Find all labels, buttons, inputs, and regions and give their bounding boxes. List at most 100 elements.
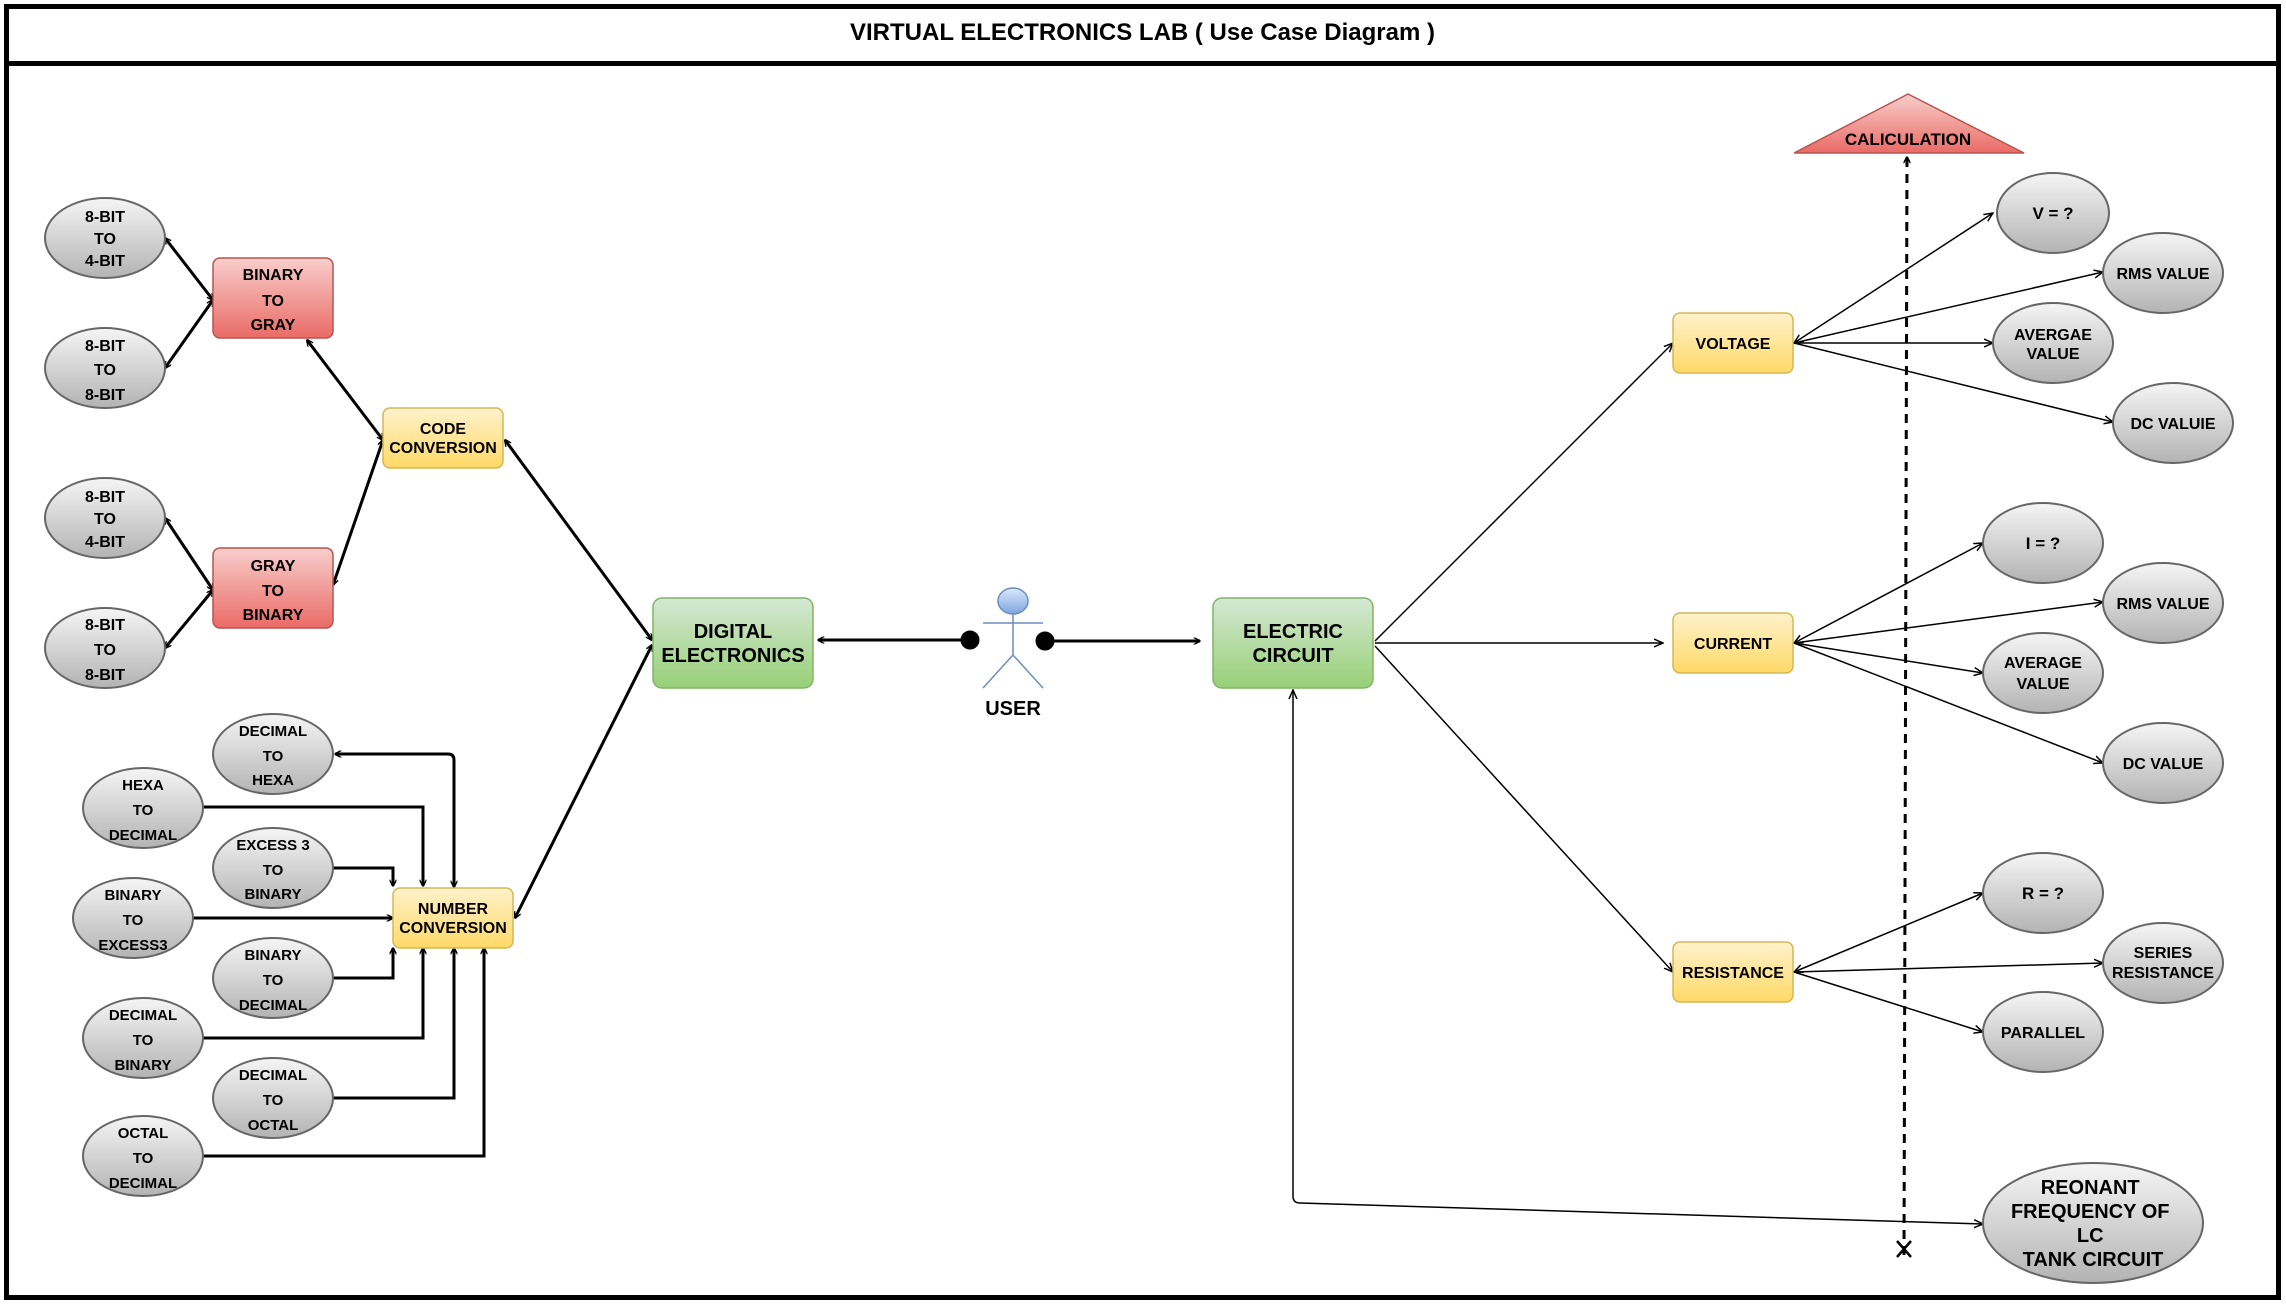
v-dc-value-usecase[interactable]: DC VALUIE [2112,382,2234,464]
r-unknown-usecase[interactable]: R = ? [1982,852,2104,934]
r-parallel-usecase[interactable]: PARALLEL [1982,991,2104,1073]
svg-text:CURRENT: CURRENT [1694,636,1772,653]
edge-bin-dec [333,948,393,980]
edge-electric-voltage [1374,343,1673,642]
actor-label: USER [985,698,1041,720]
edge-electric-resistance [1374,645,1673,972]
edge-b2g-4bit [165,238,213,300]
user-actor[interactable]: USER [982,587,1044,720]
edge-voltage-v [1794,213,1993,343]
svg-text:RMS VALUE: RMS VALUE [2116,596,2209,613]
i-dc-value-usecase[interactable]: DC VALUE [2102,722,2224,804]
edge-b2g-8bit [165,300,213,368]
edge-hexa-dec [203,805,423,886]
svg-text:REONANT FREQUENCY OF: REONANT FREQUENCY OF LC TANK CIRCUIT [2011,1177,2175,1271]
svg-text:VOLTAGE: VOLTAGE [1696,336,1771,353]
edge-code-g2b [333,440,383,585]
edge-current-avg [1793,642,1983,673]
edge-resistance-r [1794,893,1983,972]
edge-dec-hexa [335,754,454,887]
edge-resistance-series [1793,963,2103,973]
i-unknown-usecase[interactable]: I = ? [1982,502,2104,584]
edge-voltage-dc [1793,342,2113,422]
edge-oct-dec [203,948,484,1158]
current-usecase[interactable]: CURRENT [1672,612,1794,674]
edge-excess3-bin [333,866,393,886]
diagram-frame [4,4,2281,1300]
resonant-frequency-usecase[interactable]: REONANT FREQUENCY OF LC TANK CIRCUIT [1982,1162,2204,1284]
edge-current-rms [1793,602,2103,644]
svg-text:I = ?: I = ? [2026,534,2060,553]
svg-text:R = ?: R = ? [2022,884,2064,903]
edge-digital-code [505,440,652,640]
voltage-usecase[interactable]: VOLTAGE [1672,312,1794,374]
svg-text:V = ?: V = ? [2032,204,2073,223]
svg-text:RMS VALUE: RMS VALUE [2116,266,2209,283]
actor-body [982,614,1044,689]
edge-user-digital-dot [960,630,980,650]
v-rms-value-usecase[interactable]: RMS VALUE [2102,232,2224,314]
svg-text:DC VALUE: DC VALUE [2123,756,2204,773]
resistance-usecase[interactable]: RESISTANCE [1672,941,1794,1003]
edge-digital-number [513,645,654,918]
edge-code-b2g [307,340,383,440]
i-rms-value-usecase[interactable]: RMS VALUE [2102,562,2224,644]
svg-text:DC VALUIE: DC VALUIE [2130,416,2215,433]
calculation-lifeline [1902,157,1907,1256]
edge-g2b-8bit [165,590,213,648]
edge-dec-bin [203,948,423,1040]
calculation-shape [1793,93,2025,154]
edge-g2b-4bit [165,518,213,590]
v-unknown-usecase[interactable]: V = ? [1996,172,2110,254]
edge-dec-oct [333,948,454,1100]
calculation-label: CALICULATION [1845,130,1971,149]
edge-current-dc [1793,642,2103,763]
diagram-title: VIRTUAL ELECTRONICS LAB ( Use Case Diagr… [4,4,2281,66]
edge-electric-resonant [1293,690,1983,1224]
edge-voltage-rms [1793,272,2103,344]
edge-resistance-parallel [1793,971,1983,1032]
edge-current-i [1794,543,1983,643]
